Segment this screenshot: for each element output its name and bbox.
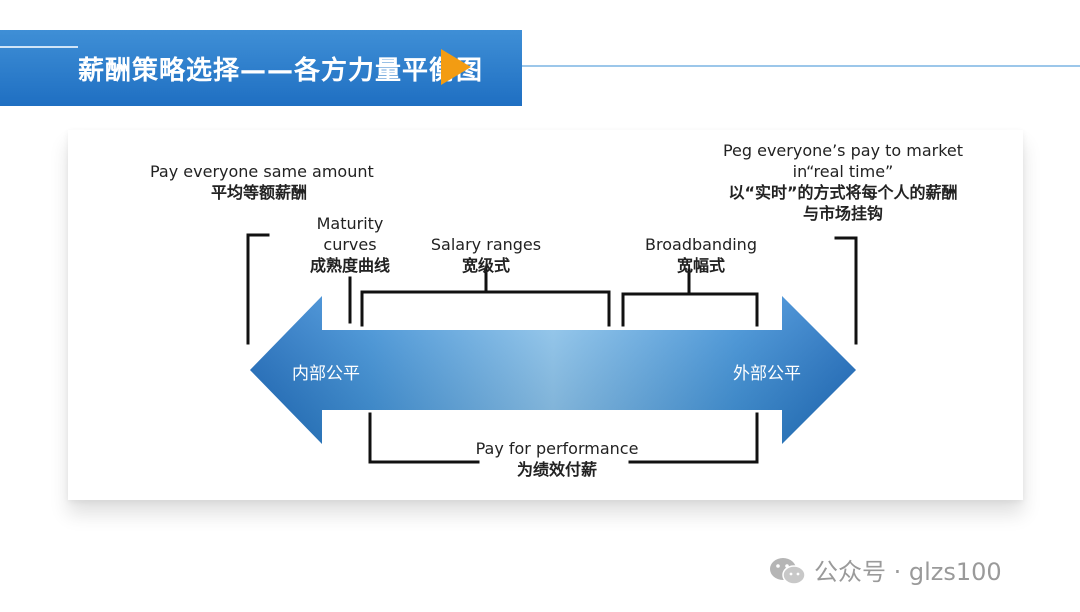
internal-equity-label: 内部公平 bbox=[292, 364, 360, 384]
strategy-salary-ranges-en: Salary ranges bbox=[430, 235, 542, 254]
bracket-market-peg bbox=[834, 236, 858, 345]
bracket-equal-pay bbox=[246, 233, 270, 345]
strategy-pfp-zh: 为绩效付薪 bbox=[516, 460, 597, 479]
strategy-market-peg-zh: 以“实时”的方式将每个人的薪酬 bbox=[728, 183, 958, 202]
strategy-equal-pay: Pay everyone same amount 平均等额薪酬 bbox=[150, 161, 374, 203]
double-arrow-shade bbox=[250, 296, 856, 444]
external-equity-label: 外部公平 bbox=[733, 364, 801, 384]
strategy-equal-pay-zh: 平均等额薪酬 bbox=[210, 183, 307, 202]
strategy-salary-ranges: Salary ranges 宽级式 bbox=[430, 234, 542, 276]
strategy-pay-for-performance: Pay for performance 为绩效付薪 bbox=[472, 438, 642, 480]
strategy-market-peg-en: Peg everyone’s pay to market bbox=[722, 141, 964, 160]
strategy-market-peg: Peg everyone’s pay to market in“real tim… bbox=[712, 140, 974, 224]
header-rule bbox=[522, 65, 1080, 67]
strategy-market-peg-en2: in“real time” bbox=[792, 162, 894, 181]
page-title: 薪酬策略选择——各方力量平衡图 bbox=[78, 56, 484, 86]
strategy-broadbanding-zh: 宽幅式 bbox=[676, 256, 725, 275]
strategy-maturity-en: Maturity bbox=[316, 214, 384, 233]
banner-accent-line bbox=[0, 46, 78, 48]
strategy-maturity-zh: 成熟度曲线 bbox=[309, 256, 390, 275]
diagram-card bbox=[68, 130, 1023, 500]
strategy-pfp-en: Pay for performance bbox=[475, 439, 639, 458]
strategy-maturity-en2: curves bbox=[323, 235, 377, 254]
bracket-salary-ranges bbox=[360, 290, 611, 327]
play-icon[interactable] bbox=[441, 49, 471, 85]
strategy-market-peg-zh2: 与市场挂钩 bbox=[802, 204, 883, 223]
watermark-text: 公众号 · glzs100 bbox=[814, 558, 1002, 586]
strategy-equal-pay-en: Pay everyone same amount bbox=[150, 162, 374, 181]
strategy-broadbanding-en: Broadbanding bbox=[645, 235, 757, 254]
bracket-broadbanding bbox=[621, 292, 759, 327]
title-banner bbox=[0, 30, 522, 106]
wechat-icon bbox=[770, 558, 806, 585]
bracket-pay-for-performance-right bbox=[628, 412, 759, 464]
strategy-broadbanding: Broadbanding 宽幅式 bbox=[640, 234, 762, 276]
strategy-maturity-curves: Maturity curves 成熟度曲线 bbox=[295, 213, 405, 276]
strategy-salary-ranges-zh: 宽级式 bbox=[461, 256, 510, 275]
bracket-pay-for-performance-left bbox=[368, 412, 480, 464]
